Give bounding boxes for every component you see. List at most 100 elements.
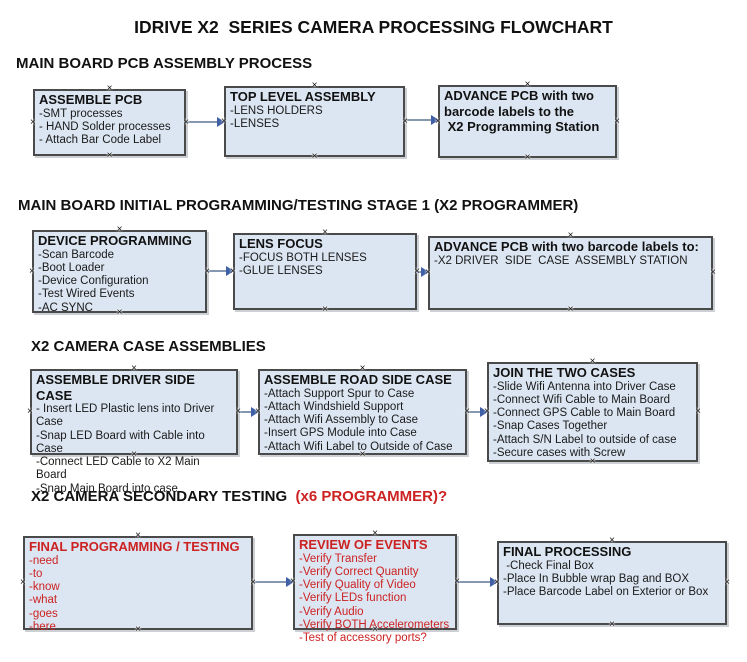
connector-handle-bottom[interactable]: × — [359, 449, 366, 460]
box-lines: -Check Final Box -Place In Bubble wrap B… — [503, 559, 709, 599]
connector-handle-left[interactable]: × — [494, 577, 500, 588]
section-heading-text: X2 CAMERA CASE ASSEMBLIES — [31, 338, 266, 355]
section-heading-initial-programming: MAIN BOARD INITIAL PROGRAMMING/TESTING S… — [18, 197, 578, 214]
box-lines: -LENS HOLDERS -LENSES — [230, 104, 323, 130]
box-join-the-two-cases[interactable]: × × × × JOIN THE TWO CASES -Slide Wifi A… — [484, 357, 701, 467]
box-assemble-road-side-case[interactable]: × × × × ASSEMBLE ROAD SIDE CASE -Attach … — [255, 364, 470, 460]
connector-handle-top[interactable]: × — [609, 535, 615, 546]
box-lines: -Verify Transfer -Verify Correct Quantit… — [299, 552, 450, 645]
connector-handle-top[interactable]: × — [359, 363, 366, 374]
arrow-shaft — [186, 121, 219, 123]
connector-handle-top[interactable]: × — [116, 224, 123, 235]
connector-handle-top[interactable]: × — [322, 227, 328, 238]
flow-arrow-road-case-to-join-cases[interactable] — [467, 406, 488, 418]
connector-handle-left[interactable]: × — [30, 116, 36, 128]
connector-handle-bottom[interactable]: × — [589, 456, 596, 467]
connector-handle-top[interactable]: × — [135, 530, 141, 541]
connector-handle-left[interactable]: × — [484, 406, 490, 417]
connector-handle-left[interactable]: × — [230, 265, 236, 277]
connector-handle-top[interactable]: × — [372, 528, 378, 539]
connector-handle-bottom[interactable]: × — [135, 624, 141, 635]
flow-arrow-device-programming-to-lens-focus[interactable] — [207, 265, 234, 277]
arrowhead-icon — [421, 267, 429, 277]
connector-handle-left[interactable]: × — [425, 267, 431, 278]
box-assemble-driver-side-case[interactable]: × × × × ASSEMBLE DRIVER SIDE CASE - Inse… — [27, 364, 241, 495]
box-title: ASSEMBLE DRIVER SIDE CASE — [36, 372, 199, 403]
connector-handle-bottom[interactable]: × — [567, 304, 574, 315]
box-title: ASSEMBLE PCB — [39, 92, 143, 107]
box-title: ADVANCE PCB with two barcode labels to: — [434, 239, 699, 254]
flow-arrow-review-to-final-processing[interactable] — [457, 576, 498, 588]
flow-arrow-final-programming-to-review[interactable] — [253, 576, 294, 588]
connector-handle-left[interactable]: × — [20, 577, 26, 588]
connector-handle-bottom[interactable]: × — [106, 150, 113, 161]
connector-handle-right[interactable]: × — [183, 116, 189, 128]
flowchart-title: IDRIVE X2 SERIES CAMERA PROCESSING FLOWC… — [134, 17, 613, 37]
section-heading-pcb-assembly: MAIN BOARD PCB ASSEMBLY PROCESS — [16, 55, 312, 72]
arrowhead-icon — [217, 117, 225, 127]
connector-handle-left[interactable]: × — [290, 576, 296, 587]
connector-handle-top[interactable]: × — [106, 83, 113, 94]
flow-arrow-driver-case-to-road-case[interactable] — [238, 406, 259, 418]
connector-handle-right[interactable]: × — [250, 577, 256, 588]
connector-handle-right[interactable]: × — [414, 265, 420, 277]
connector-handle-right[interactable]: × — [402, 115, 408, 127]
connector-handle-bottom[interactable]: × — [116, 307, 123, 318]
section-heading-secondary-testing: X2 CAMERA SECONDARY TESTING (x6 PROGRAMM… — [31, 488, 447, 505]
box-lines: -Scan Barcode -Boot Loader -Device Confi… — [38, 248, 149, 314]
connector-handle-right[interactable]: × — [710, 267, 716, 278]
connector-handle-bottom[interactable]: × — [311, 151, 318, 162]
arrowhead-icon — [490, 577, 498, 587]
box-title: TOP LEVEL ASSEMBLY — [230, 89, 376, 104]
arrow-shaft — [416, 271, 423, 273]
connector-handle-right[interactable]: × — [614, 115, 620, 127]
connector-handle-right[interactable]: × — [464, 406, 470, 417]
connector-handle-right[interactable]: × — [695, 406, 701, 417]
box-lines: -need -to -know -what -goes -here — [29, 554, 60, 633]
connector-handle-bottom[interactable]: × — [524, 152, 531, 163]
connector-handle-left[interactable]: × — [29, 265, 35, 277]
connector-handle-left[interactable]: × — [221, 115, 227, 127]
arrowhead-icon — [431, 115, 439, 125]
box-lens-focus[interactable]: × × × × LENS FOCUS -FOCUS BOTH LENSES -G… — [230, 228, 420, 315]
flow-arrow-assemble-pcb-to-top-level[interactable] — [186, 116, 225, 128]
connector-handle-top[interactable]: × — [311, 80, 318, 91]
connector-handle-bottom[interactable]: × — [131, 449, 137, 460]
box-top-level-assembly[interactable]: × × × × TOP LEVEL ASSEMBLY -LENS HOLDERS… — [221, 81, 408, 162]
connector-handle-top[interactable]: × — [589, 356, 596, 367]
box-device-programming[interactable]: × × × × DEVICE PROGRAMMING -Scan Barcode… — [29, 225, 210, 318]
box-assemble-pcb[interactable]: × × × × ASSEMBLE PCB -SMT processes - HA… — [30, 84, 189, 161]
connector-handle-right[interactable]: × — [724, 577, 730, 588]
box-review-of-events[interactable]: × × × × REVIEW OF EVENTS -Verify Transfe… — [290, 529, 460, 645]
connector-handle-left[interactable]: × — [435, 115, 441, 127]
connector-handle-left[interactable]: × — [255, 406, 261, 417]
connector-handle-top[interactable]: × — [131, 363, 137, 374]
connector-handle-right[interactable]: × — [235, 406, 241, 417]
connector-handle-right[interactable]: × — [204, 265, 210, 277]
connector-handle-bottom[interactable]: × — [322, 304, 328, 315]
arrow-shaft — [238, 411, 253, 413]
box-advance-pcb-programming-station[interactable]: × × × × ADVANCE PCB with two barcode lab… — [435, 80, 620, 163]
box-title: REVIEW OF EVENTS — [299, 537, 428, 552]
box-final-programming-testing[interactable]: × × × × FINAL PROGRAMMING / TESTING -nee… — [20, 531, 256, 635]
box-advance-pcb-driver-side-station[interactable]: × × × × ADVANCE PCB with two barcode lab… — [425, 231, 716, 315]
arrow-shaft — [457, 581, 492, 583]
box-lines: -Slide Wifi Antenna into Driver Case -Co… — [493, 380, 677, 459]
arrow-shaft — [253, 581, 288, 583]
arrow-shaft — [405, 119, 433, 121]
flow-arrow-lens-focus-to-advance-pcb[interactable] — [416, 266, 429, 278]
connector-handle-bottom[interactable]: × — [609, 619, 615, 630]
connector-handle-bottom[interactable]: × — [372, 624, 378, 635]
connector-handle-left[interactable]: × — [27, 406, 33, 417]
arrow-shaft — [207, 270, 228, 272]
section-heading-text: X2 CAMERA SECONDARY TESTING — [31, 488, 292, 505]
flow-arrow-top-level-to-advance-pcb[interactable] — [405, 114, 439, 126]
connector-handle-top[interactable]: × — [567, 230, 574, 241]
box-final-processing[interactable]: × × × × FINAL PROCESSING -Check Final Bo… — [494, 536, 730, 630]
arrowhead-icon — [286, 577, 294, 587]
box-title: JOIN THE TWO CASES — [493, 365, 636, 380]
box-lines: - Insert LED Plastic lens into Driver Ca… — [36, 403, 215, 495]
connector-handle-right[interactable]: × — [454, 576, 460, 587]
arrow-shaft — [467, 411, 482, 413]
connector-handle-top[interactable]: × — [524, 79, 531, 90]
